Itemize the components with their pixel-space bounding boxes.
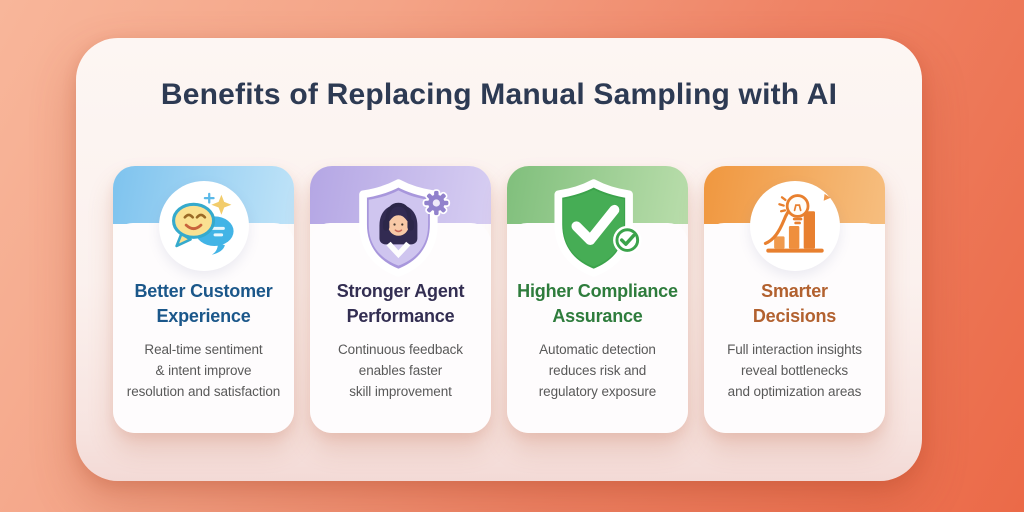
card-title: Higher Compliance Assurance [511, 279, 684, 329]
card-description: Real-time sentiment & intent improve res… [117, 339, 290, 402]
card-description: Continuous feedback enables faster skill… [314, 339, 487, 402]
compliance-shield-icon [553, 179, 642, 277]
card-description-line: and optimization areas [727, 384, 862, 399]
card-description: Automatic detection reduces risk and reg… [511, 339, 684, 402]
gear-icon [422, 189, 450, 217]
card-better-customer-experience: Better Customer Experience Real-time sen… [113, 166, 294, 433]
card-content: Better Customer Experience Real-time sen… [117, 279, 290, 402]
card-stronger-agent-performance: Stronger Agent Performance Continuous fe… [310, 166, 491, 433]
icon-shield [548, 176, 648, 285]
card-description-line: resolution and satisfaction [126, 384, 281, 399]
card-description-line: reveal bottlenecks [740, 363, 848, 378]
card-content: Stronger Agent Performance Continuous fe… [314, 279, 487, 402]
card-title-line: Smarter [761, 281, 828, 301]
icon-shield [351, 176, 451, 285]
card-title-line: Stronger Agent [336, 281, 465, 301]
card-description-line: Continuous feedback [338, 342, 463, 357]
card-description-line: regulatory exposure [538, 384, 657, 399]
card-title: Better Customer Experience [117, 279, 290, 329]
card-title-line: Assurance [552, 306, 643, 326]
card-description-line: Full interaction insights [727, 342, 862, 357]
card-content: Higher Compliance Assurance Automatic de… [511, 279, 684, 402]
insights-growth-icon [763, 193, 831, 253]
card-title-line: Higher Compliance [517, 281, 678, 301]
card-description-line: Real-time sentiment [144, 342, 263, 357]
agent-shield-icon [358, 179, 450, 277]
card-description-line: & intent improve [155, 363, 252, 378]
card-content: Smarter Decisions Full interaction insig… [708, 279, 881, 402]
icon-circle [158, 181, 249, 271]
page-title: Benefits of Replacing Manual Sampling wi… [160, 78, 838, 111]
chat-smiley-icon [171, 192, 234, 255]
card-smarter-decisions: Smarter Decisions Full interaction insig… [704, 166, 885, 433]
card-higher-compliance-assurance: Higher Compliance Assurance Automatic de… [507, 166, 688, 433]
card-title-line: Better Customer [134, 281, 273, 301]
card-description-line: reduces risk and [548, 363, 647, 378]
card-title: Stronger Agent Performance [314, 279, 487, 329]
card-description: Full interaction insights reveal bottlen… [708, 339, 881, 402]
cards-row: Better Customer Experience Real-time sen… [76, 166, 922, 433]
check-badge-icon [612, 225, 642, 255]
content-panel: Benefits of Replacing Manual Sampling wi… [76, 38, 922, 481]
card-description-line: skill improvement [349, 384, 452, 399]
icon-circle [749, 181, 840, 271]
card-title-line: Performance [346, 306, 455, 326]
card-description-line: enables faster [358, 363, 443, 378]
card-title-line: Experience [156, 306, 251, 326]
card-title: Smarter Decisions [708, 279, 881, 329]
card-title-line: Decisions [752, 306, 837, 326]
card-description-line: Automatic detection [539, 342, 656, 357]
